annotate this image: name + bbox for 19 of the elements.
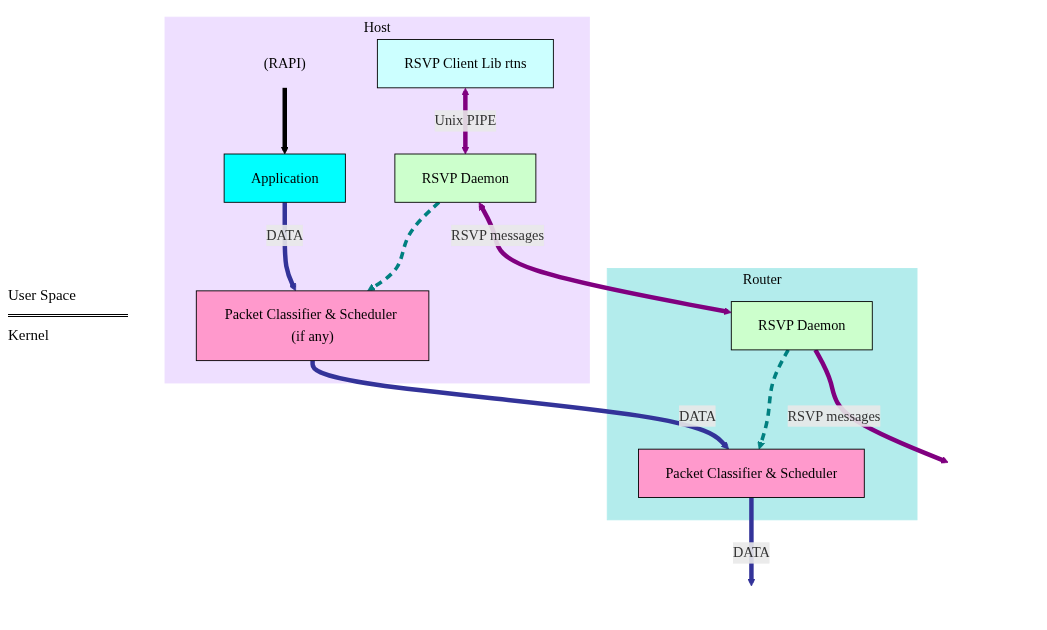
node-box: RSVP Daemon bbox=[394, 153, 537, 203]
node-box: Packet Classifier & Scheduler (if any) bbox=[195, 290, 430, 362]
node-box: RSVP Client Lib rtns bbox=[376, 39, 554, 89]
node-box: RSVP Daemon bbox=[730, 301, 873, 351]
edge-label: DATA bbox=[732, 544, 770, 561]
arrow bbox=[280, 87, 289, 155]
node-box: Packet Classifier & Scheduler bbox=[638, 448, 865, 498]
arrow bbox=[757, 349, 790, 450]
arrow bbox=[478, 202, 732, 315]
edge-label: Unix PIPE bbox=[434, 112, 497, 129]
edge-label: RSVP messages bbox=[451, 227, 544, 243]
region-label: User Space bbox=[8, 286, 77, 304]
region-label: Kernel bbox=[8, 326, 50, 344]
edge-label: DATA bbox=[266, 227, 304, 243]
node-text: (RAPI) bbox=[263, 55, 306, 71]
arrow bbox=[367, 201, 441, 292]
edge-label: DATA bbox=[679, 408, 717, 424]
node-box: Application bbox=[223, 153, 346, 203]
edge-label: RSVP messages bbox=[787, 408, 881, 424]
